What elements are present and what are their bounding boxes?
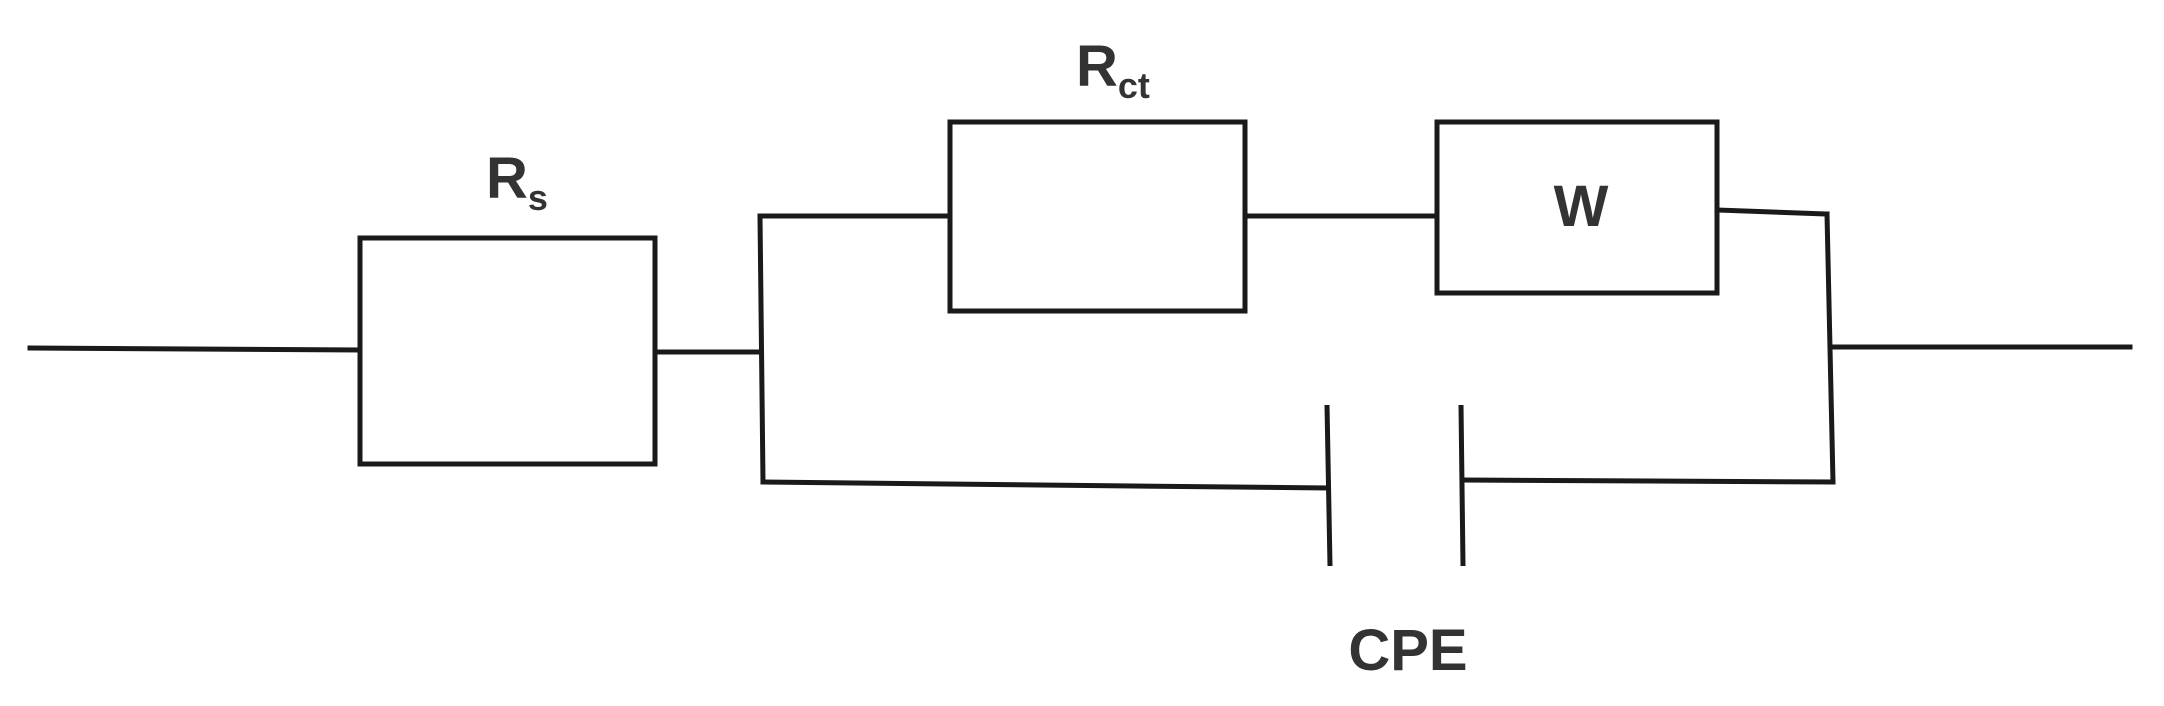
rs-label-symbol: R <box>486 146 528 211</box>
cpe-label: CPE <box>1348 618 1467 683</box>
cpe-left-plate <box>1324 404 1333 567</box>
warburg-element <box>1434 119 1720 296</box>
rs-label-subscript: s <box>528 177 548 218</box>
rct-label: Rct <box>1076 34 1150 106</box>
rct-resistor <box>947 119 1248 314</box>
cpe-to-right-rail-wire <box>1460 477 1836 485</box>
cpe-right-plate <box>1458 404 1466 567</box>
left-rail-to-cpe-wire <box>760 479 1330 491</box>
rs-resistor <box>357 235 658 467</box>
left-parallel-rail <box>757 213 766 485</box>
w-to-right-rail-wire <box>1714 207 1830 217</box>
warburg-label: W <box>1554 174 1609 239</box>
rs-label: Rs <box>486 146 548 218</box>
rct-label-symbol: R <box>1076 34 1118 99</box>
input-lead-wire <box>27 345 363 353</box>
rct-label-subscript: ct <box>1118 65 1150 106</box>
